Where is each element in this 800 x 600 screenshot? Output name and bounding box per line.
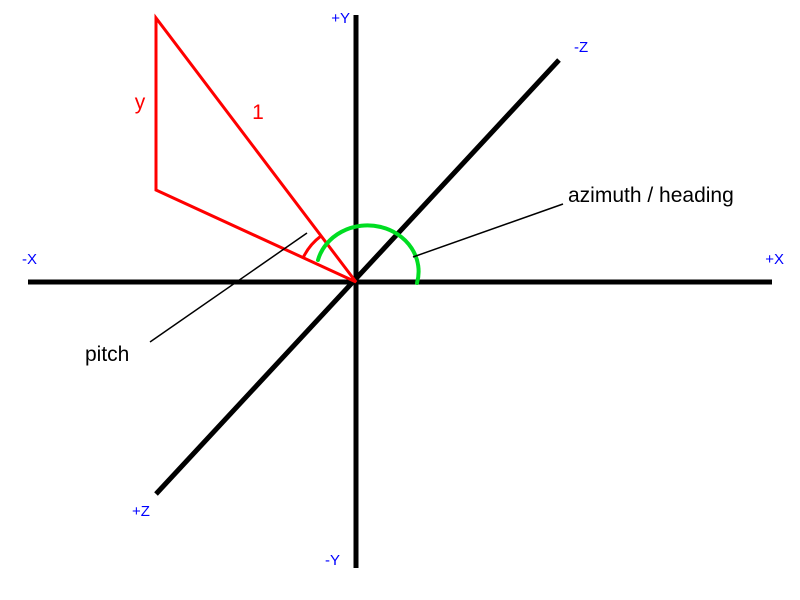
triangle-side-y-label: y	[135, 91, 146, 114]
triangle-hypotenuse-label: 1	[252, 101, 264, 124]
azimuth-heading-label: azimuth / heading	[568, 184, 734, 207]
azimuth-arc	[316, 223, 421, 285]
plus-y-label: +Y	[331, 10, 350, 27]
minus-z-label: -Z	[574, 39, 588, 56]
pitch-label: pitch	[85, 343, 129, 366]
minus-y-label: -Y	[325, 552, 340, 569]
pitch-angle-arc	[301, 234, 322, 259]
unit-vector-triangle	[154, 13, 358, 284]
pitch-pointer-line	[149, 232, 308, 343]
azimuth-pointer-line	[412, 203, 564, 258]
plus-z-label: +Z	[132, 503, 150, 520]
minus-x-label: -X	[22, 251, 37, 268]
z-axis	[154, 58, 561, 496]
plus-x-label: +X	[765, 251, 784, 268]
